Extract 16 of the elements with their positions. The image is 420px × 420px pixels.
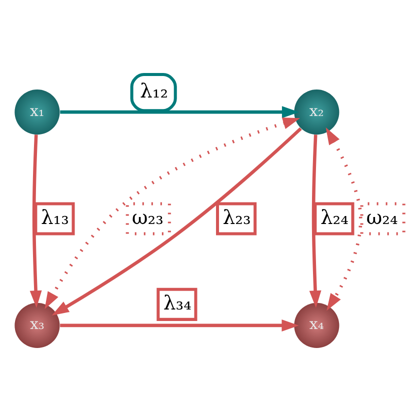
edge-label: ω₂₃	[132, 205, 164, 228]
node-circle: x₂	[294, 89, 340, 134]
node-circle: x₃	[14, 302, 60, 348]
edge-label: λ₂₄	[320, 205, 348, 228]
arrow	[60, 106, 300, 118]
edge-label: ω₂₄	[366, 205, 398, 228]
arrow	[326, 126, 362, 310]
node-circle: x₁	[14, 89, 60, 134]
arrow	[30, 134, 42, 308]
edge-label: λ₁₂	[140, 79, 168, 102]
edge-label: λ₂₃	[222, 205, 251, 228]
edge-label: λ₁₃	[40, 205, 69, 228]
arrow	[309, 134, 322, 308]
node-circle: x₄	[294, 302, 340, 348]
edge-label: λ₃₄	[163, 291, 192, 314]
arrow	[60, 318, 299, 331]
